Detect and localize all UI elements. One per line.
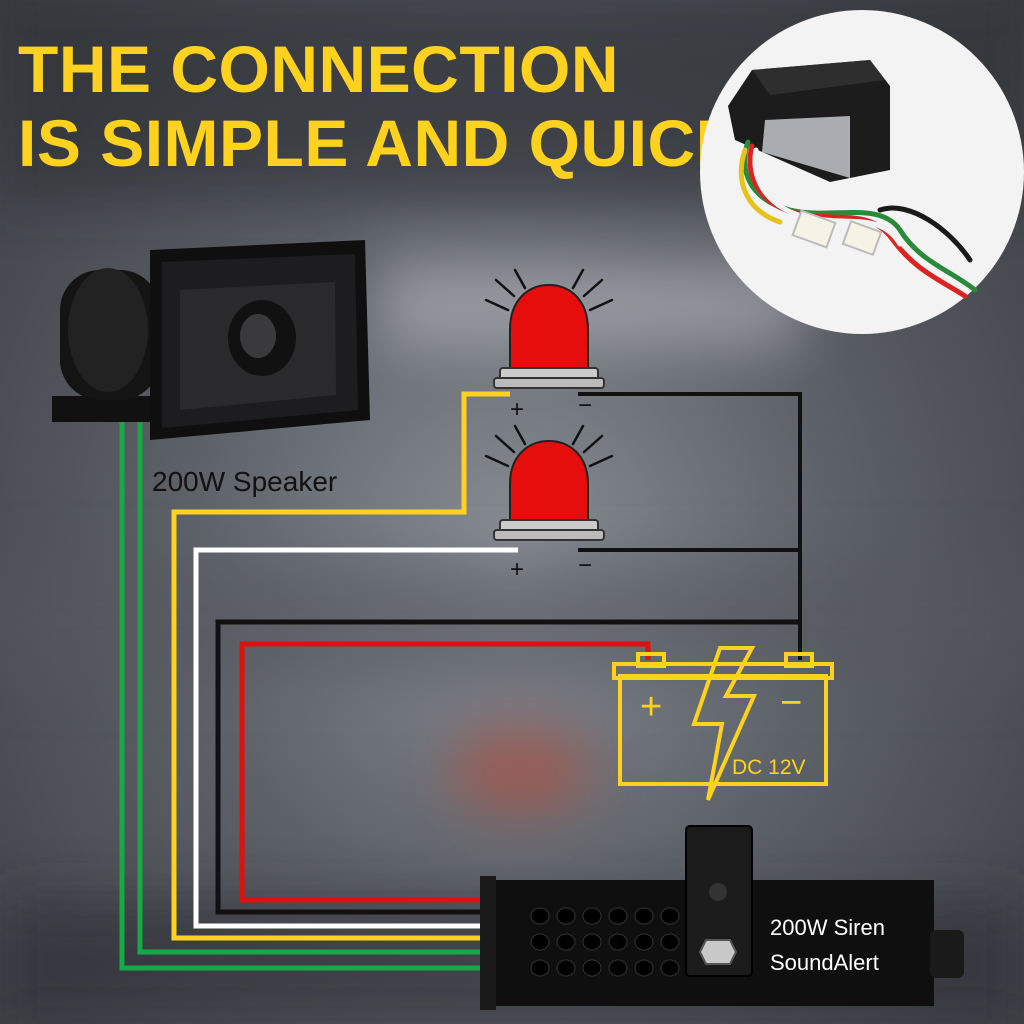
light-1-plus: + bbox=[510, 396, 525, 423]
lightning-bolt-icon bbox=[691, 646, 758, 801]
battery-voltage: DC 12V bbox=[732, 756, 806, 779]
vent-hole bbox=[608, 959, 628, 977]
vent-hole bbox=[530, 933, 550, 951]
speaker-label: 200W Speaker bbox=[152, 466, 338, 497]
red-wire bbox=[239, 641, 651, 903]
black-wire-siren bbox=[215, 619, 800, 915]
vent-hole bbox=[634, 907, 654, 925]
light-2-minus: − bbox=[578, 552, 593, 579]
siren-label-line-2: SoundAlert bbox=[770, 950, 879, 975]
vent-hole bbox=[556, 959, 576, 977]
siren-label-line-1: 200W Siren bbox=[770, 915, 885, 940]
vent-hole bbox=[530, 959, 550, 977]
battery-minus: − bbox=[780, 682, 803, 724]
vent-hole bbox=[634, 959, 654, 977]
vent-hole bbox=[660, 907, 680, 925]
vent-hole bbox=[582, 959, 602, 977]
light-2-plus: + bbox=[510, 556, 525, 583]
black-wire-light-1 bbox=[578, 392, 802, 660]
vent-hole bbox=[582, 907, 602, 925]
green-wire-1 bbox=[119, 420, 488, 971]
vent-hole bbox=[660, 933, 680, 951]
vent-hole bbox=[608, 933, 628, 951]
vent-hole bbox=[582, 933, 602, 951]
yellow-wire bbox=[171, 391, 510, 941]
vent-hole bbox=[556, 933, 576, 951]
light-1-minus: − bbox=[578, 392, 593, 419]
warning-light-1-icon bbox=[484, 268, 614, 389]
vent-hole bbox=[530, 907, 550, 925]
inset-siren-box-icon bbox=[728, 60, 890, 182]
inset-wire-harness-icon bbox=[738, 139, 978, 299]
vent-hole bbox=[556, 907, 576, 925]
white-wire bbox=[193, 547, 518, 929]
warning-light-2-icon bbox=[484, 424, 614, 541]
vent-hole bbox=[634, 933, 654, 951]
green-wire-2 bbox=[137, 420, 488, 955]
battery-plus: + bbox=[640, 686, 663, 728]
vent-hole bbox=[660, 959, 680, 977]
headline-line-1: THE CONNECTION bbox=[18, 32, 619, 106]
bolt-icon bbox=[698, 939, 738, 965]
headline-line-2: IS SIMPLE AND QUICK bbox=[18, 106, 744, 180]
vent-hole bbox=[608, 907, 628, 925]
